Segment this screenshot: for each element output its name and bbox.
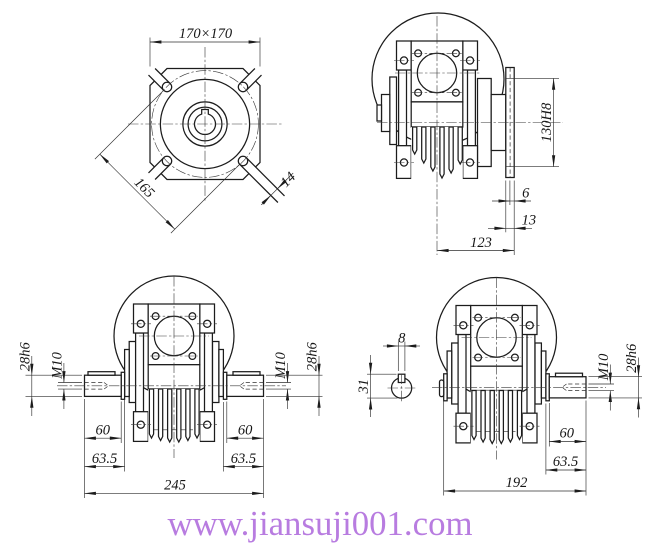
lug xyxy=(199,303,216,334)
dim-shaft-total-left: 63.5 xyxy=(84,399,125,472)
dim-spigot-depth: 6 xyxy=(492,180,531,205)
worm-end-cap xyxy=(376,104,383,122)
step xyxy=(218,348,225,398)
dim-label-shaft-len-right: 60 xyxy=(238,422,253,438)
dim-label-hole-diameter: 14 xyxy=(277,169,299,191)
dim-label-spigot-diameter: 130H8 xyxy=(539,102,555,142)
dim-label-overall-width: 245 xyxy=(164,478,186,494)
dim-shaft-dia-left: 28h6 xyxy=(17,341,82,416)
dim-key-width: 8 xyxy=(383,330,420,371)
dim-overall-width: 245 xyxy=(84,478,264,496)
view-single-shaft: 8 31 M10 28h6 xyxy=(356,276,642,496)
dim-shaft-len-left: 60 xyxy=(84,399,122,498)
flange-bar xyxy=(526,333,536,414)
shaft-key-right xyxy=(232,371,261,376)
dim-label-shaft-total: 63.5 xyxy=(553,454,578,470)
dim-label-key-width: 8 xyxy=(398,330,406,346)
lug xyxy=(521,304,538,336)
flange-bar xyxy=(203,332,214,413)
dim-shaft-len-right: 60 xyxy=(226,399,264,498)
view-front-flange: 170×170 165 14 xyxy=(94,26,299,234)
cooling-fins xyxy=(411,126,463,180)
watermark-text: www.jiansuji001.com xyxy=(167,504,472,543)
step xyxy=(451,342,459,405)
flange-bar-left xyxy=(397,69,408,147)
lug xyxy=(132,303,149,334)
step xyxy=(446,350,453,399)
dim-shaft-dia-right: 28h6 xyxy=(266,341,323,416)
dim-tap: M10 xyxy=(588,353,614,411)
dim-tap-left: M10 xyxy=(49,351,82,409)
step xyxy=(534,342,543,405)
dim-spigot-diameter: 130H8 xyxy=(513,78,559,168)
view-double-shaft: 28h6 M10 M10 28h6 xyxy=(17,275,323,498)
step xyxy=(123,348,130,398)
dim-label-tap: M10 xyxy=(596,353,612,381)
dim-label-shaft-len-left: 60 xyxy=(96,422,111,438)
bolt-circle-centerline xyxy=(151,70,259,178)
dim-label-flange-thickness: 13 xyxy=(522,213,537,229)
dim-flange-size: 170×170 xyxy=(149,26,261,67)
flange-bar-right xyxy=(466,69,477,147)
dim-tap-right: M10 xyxy=(266,351,291,409)
dim-key-height: 31 xyxy=(356,355,398,417)
shaft-key xyxy=(554,372,584,378)
dim-label-tap-left: M10 xyxy=(49,351,65,379)
end-cap xyxy=(438,379,445,398)
dim-label-spigot-depth: 6 xyxy=(522,185,530,201)
dim-label-overall-width: 192 xyxy=(506,475,528,491)
dim-flange-thickness: 13 xyxy=(488,180,537,255)
output-bore-keyway xyxy=(193,108,217,136)
step xyxy=(128,340,137,404)
dim-label-flange-size: 170×170 xyxy=(179,26,233,42)
dim-shaft-len: 60 xyxy=(548,400,587,496)
dim-label-tap-right: M10 xyxy=(273,351,289,379)
dim-axis-to-flange: 123 xyxy=(436,235,515,253)
dim-label-axis-to-flange: 123 xyxy=(470,235,492,251)
shaft-key-left xyxy=(87,371,116,376)
dim-label-shaft-dia: 28h6 xyxy=(624,343,640,373)
dim-label-shaft-total-left: 63.5 xyxy=(92,451,117,467)
dim-label-shaft-len: 60 xyxy=(560,426,575,442)
lug xyxy=(395,40,412,71)
worm-end-step xyxy=(389,76,398,146)
step xyxy=(540,350,547,399)
tapped-hole-right xyxy=(238,382,264,390)
corner-slot-bottom-right xyxy=(239,157,285,203)
worm-end-step xyxy=(380,93,391,133)
dim-label-shaft-total-right: 63.5 xyxy=(231,451,256,467)
shaft-section-detail xyxy=(387,373,416,403)
view-side: 130H8 6 13 123 xyxy=(371,12,563,255)
dim-label-bolt-diagonal: 165 xyxy=(131,175,158,202)
flange-bar xyxy=(457,333,467,414)
dim-shaft-total: 63.5 xyxy=(545,403,587,475)
dim-overall-width: 192 xyxy=(443,400,587,496)
lug xyxy=(462,40,479,71)
tapped-hole xyxy=(561,383,586,391)
step xyxy=(211,340,220,404)
dim-label-shaft-dia-left: 28h6 xyxy=(17,341,33,371)
dim-label-key-height: 31 xyxy=(356,379,372,395)
flange-bar xyxy=(134,332,145,413)
lug xyxy=(455,304,472,336)
dim-shaft-total-right: 63.5 xyxy=(222,402,264,472)
tapped-hole-left xyxy=(84,382,110,390)
dim-label-shaft-dia-right: 28h6 xyxy=(305,341,321,371)
dim-shaft-dia: 28h6 xyxy=(588,343,642,418)
